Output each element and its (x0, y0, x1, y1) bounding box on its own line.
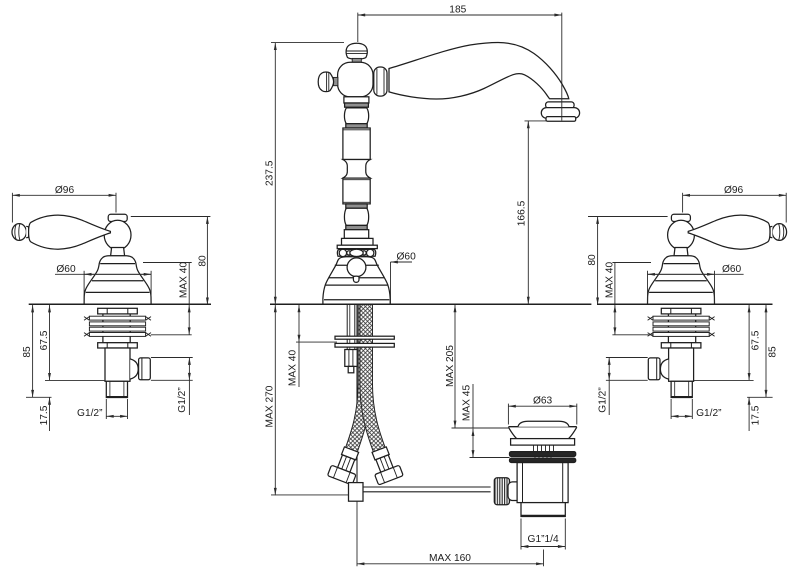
svg-text:Ø96: Ø96 (724, 185, 744, 196)
svg-text:MAX 40: MAX 40 (179, 262, 190, 299)
svg-text:G1/2”: G1/2” (597, 387, 608, 413)
svg-text:G1”1/4: G1”1/4 (528, 534, 559, 545)
svg-text:Ø63: Ø63 (533, 395, 553, 406)
svg-text:237.5: 237.5 (265, 160, 276, 186)
svg-text:166.5: 166.5 (516, 200, 527, 226)
svg-text:Ø60: Ø60 (397, 252, 417, 263)
svg-text:85: 85 (22, 346, 33, 358)
svg-text:G1/2”: G1/2” (77, 408, 103, 419)
svg-text:80: 80 (197, 255, 208, 267)
svg-text:MAX 205: MAX 205 (445, 345, 456, 387)
svg-text:MAX 40: MAX 40 (605, 262, 616, 299)
svg-text:85: 85 (768, 346, 779, 358)
svg-text:Ø60: Ø60 (722, 264, 742, 275)
svg-text:G1/2”: G1/2” (696, 408, 722, 419)
svg-text:67.5: 67.5 (39, 330, 50, 350)
svg-text:G1/2”: G1/2” (177, 387, 188, 413)
svg-text:Ø96: Ø96 (55, 185, 75, 196)
svg-text:185: 185 (449, 5, 466, 16)
svg-text:Ø60: Ø60 (56, 264, 76, 275)
svg-text:17.5: 17.5 (39, 405, 50, 425)
svg-text:17.5: 17.5 (750, 405, 761, 425)
svg-text:MAX 45: MAX 45 (462, 385, 473, 422)
svg-text:67.5: 67.5 (750, 330, 761, 350)
svg-text:MAX 270: MAX 270 (265, 385, 276, 427)
svg-text:80: 80 (587, 254, 598, 266)
svg-text:MAX 160: MAX 160 (429, 553, 471, 564)
svg-text:MAX 40: MAX 40 (288, 350, 299, 387)
